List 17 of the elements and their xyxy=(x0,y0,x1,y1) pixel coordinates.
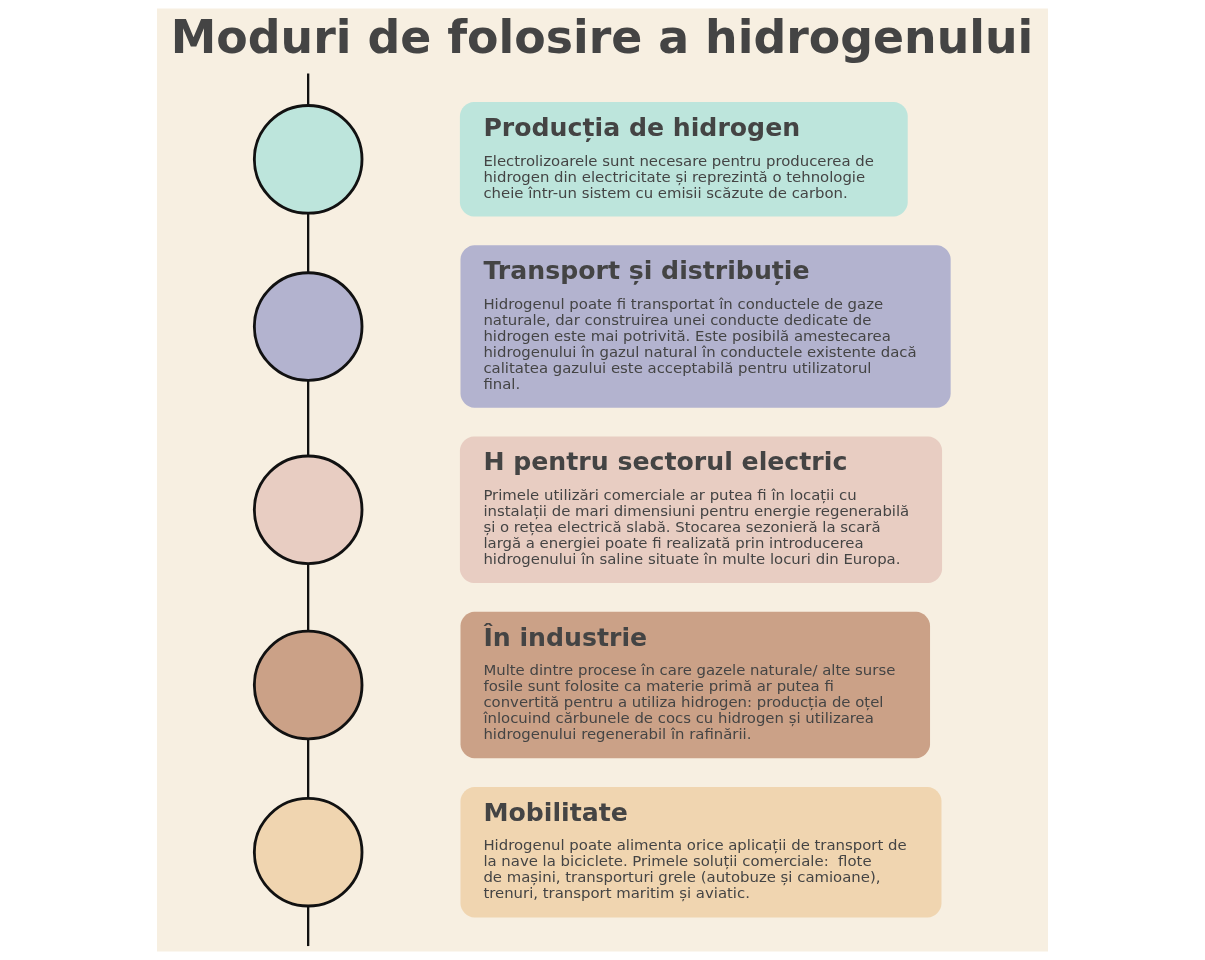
connector xyxy=(307,380,310,456)
node-box: În industrie Multe dintre procese în care gazele naturale/ alte surse fosile sunt folosite ca materie primă ar putea fi convertită pentru a utiliza hidrogen: producția de oțel înlocuind cărbunele de cocs cu hidrogen și utilizarea hidrogenului regenerabil în rafinării. xyxy=(460,611,931,759)
node-circle xyxy=(252,271,364,382)
connector xyxy=(307,213,310,273)
node-circle xyxy=(252,796,364,908)
diagram-title: Moduri de folosire a hidrogenului xyxy=(170,10,1034,65)
connector xyxy=(307,73,310,106)
node-box: Transport și distribuție Hidrogenul poate fi transportat în conductele de gaze naturale, dar construirea unei conducte dedicate de hidrogen este mai potrivită. Este posibilă amestecarea hidrogenului în gazul natural în conductele existente dacă calitatea gazului este acceptabilă pentru utilizatorul final. xyxy=(460,245,951,408)
node-circle xyxy=(252,629,364,741)
node-box: Mobilitate Hidrogenul poate alimenta orice aplicații de transport de la nave la biciclete. Primele soluții comerciale: flote de mașini, transporturi grele (autobuze și camioane), trenuri, transport maritim și aviatic. xyxy=(460,786,942,918)
node-circle xyxy=(252,454,364,566)
connector xyxy=(307,563,310,632)
connector xyxy=(307,906,310,947)
connector xyxy=(307,739,310,799)
node-box: Producția de hidrogen Electrolizoarele sunt necesare pentru producerea de hidrogen din electricitate și reprezintă o tehnologie cheie într-un sistem cu emisii scăzute de carbon. xyxy=(459,102,908,217)
node-box: H pentru sectorul electric Primele utilizări comerciale ar putea fi în locații cu instalații de mari dimensiuni pentru energie regenerabilă și o rețea electrică slabă. Stocarea sezonieră la scară largă a energiei poate fi realizată prin introducerea hidrogenului în saline situate în multe locuri din Europa. xyxy=(459,436,943,584)
node-circle xyxy=(252,104,364,215)
